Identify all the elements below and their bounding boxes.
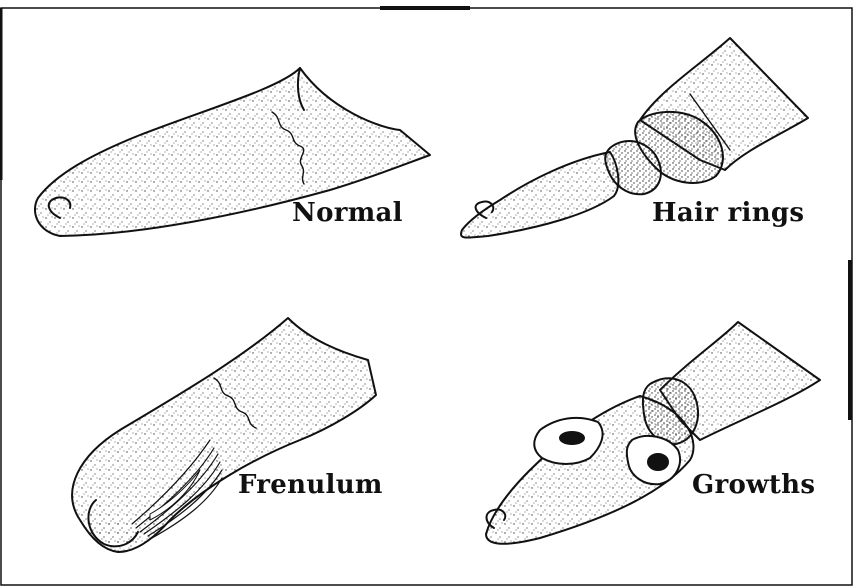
label-growths: Growths [692, 470, 815, 500]
label-normal: Normal [292, 198, 403, 228]
label-hair-rings: Hair rings [652, 198, 804, 228]
frenulum-tail-drawing [72, 318, 376, 552]
growths-tail-drawing [486, 322, 820, 544]
label-frenulum: Frenulum [238, 470, 383, 500]
